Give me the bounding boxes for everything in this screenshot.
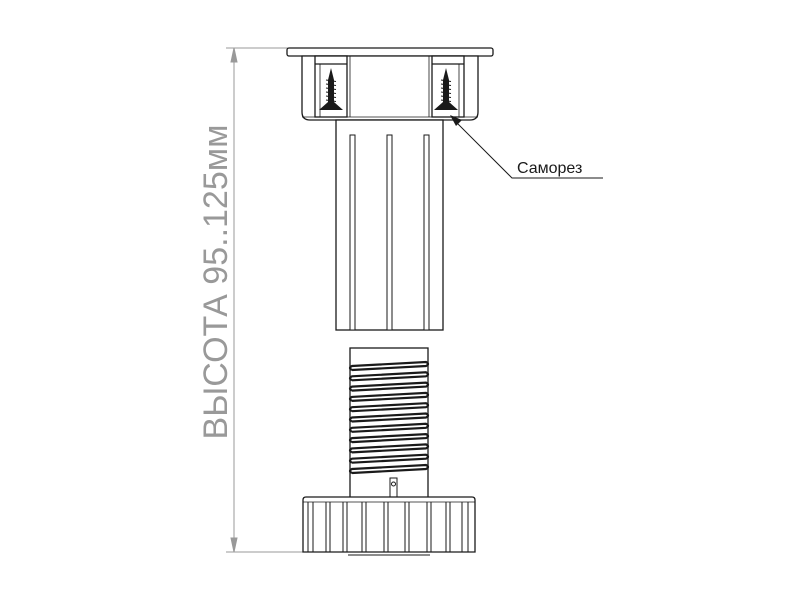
thread-turn	[348, 381, 430, 392]
arrow-top-icon	[230, 47, 238, 63]
screw-leader	[450, 115, 603, 179]
base-ribs	[307, 502, 469, 552]
screw-label: Саморез	[517, 160, 582, 177]
thread-turns	[348, 360, 430, 475]
thread-turn	[348, 412, 430, 423]
screw-thread	[440, 99, 452, 102]
thread-turn	[348, 422, 430, 433]
thread-turn	[348, 371, 430, 382]
screw-thread	[325, 79, 337, 82]
height-label: ВЫСОТА 95..125мм	[197, 125, 235, 440]
adjusting-base	[302, 496, 476, 553]
screw-thread	[325, 91, 337, 94]
screw-thread	[325, 95, 337, 98]
screw-thread	[440, 91, 452, 94]
height-dimension	[226, 47, 304, 553]
thread-turn	[348, 391, 430, 402]
screw-thread	[325, 99, 337, 102]
screw-thread	[325, 83, 337, 86]
thread-turn	[348, 463, 430, 475]
screw-thread	[325, 87, 337, 90]
thread-turn	[348, 360, 430, 372]
screw-thread	[440, 87, 452, 90]
mounting-plate	[286, 47, 494, 57]
thread-turn	[348, 402, 430, 413]
thread-turn	[348, 432, 430, 444]
screw-thread	[440, 83, 452, 86]
arrow-bottom-icon	[230, 537, 238, 553]
thread-turn	[348, 453, 430, 464]
leader-arrow-icon	[450, 115, 462, 126]
screw-thread	[440, 95, 452, 98]
pin-slot	[389, 477, 398, 499]
thread-turn	[348, 443, 430, 454]
screw-thread	[440, 79, 452, 82]
